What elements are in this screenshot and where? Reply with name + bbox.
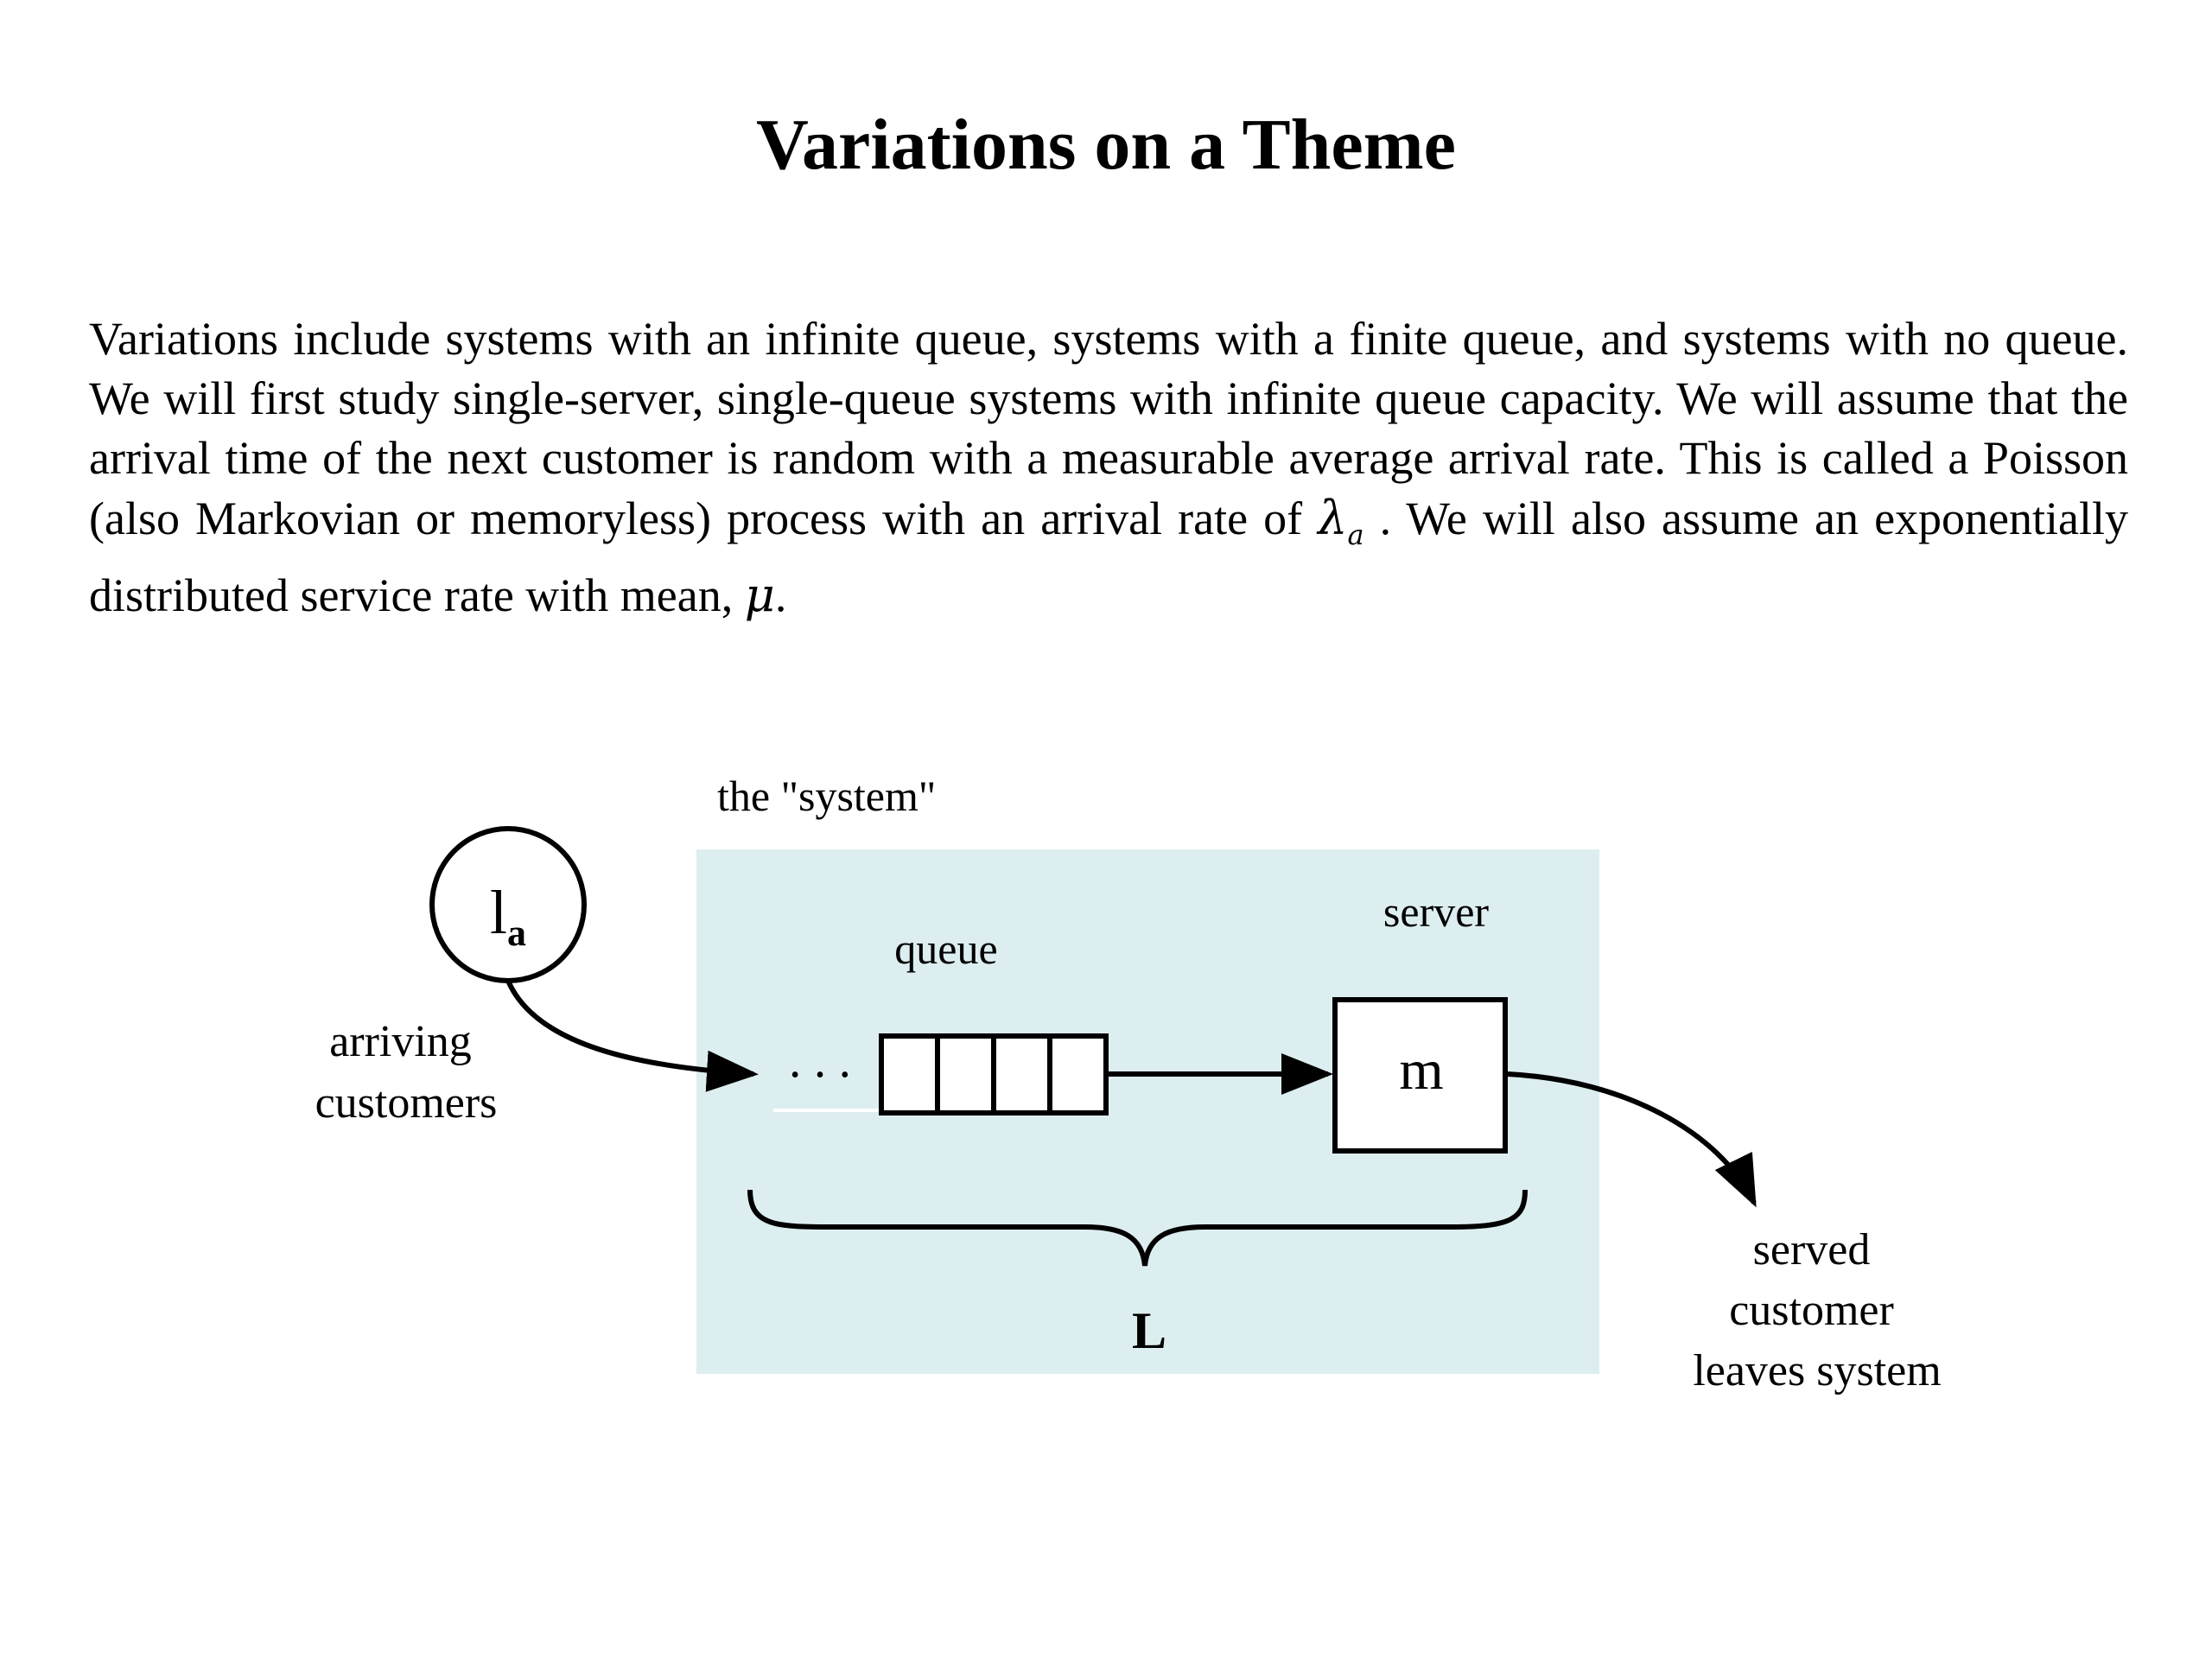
arrival-source-circle: [429, 826, 587, 983]
lambda-a-symbol: λa: [1318, 491, 1363, 551]
mu-symbol: μ: [744, 567, 775, 622]
length-brace: [747, 1189, 1528, 1267]
queue-label: queue: [894, 925, 997, 973]
page-title: Variations on a Theme: [756, 105, 1456, 185]
exit-label: served customer leaves system: [1693, 1225, 1941, 1395]
arriving-label-line1: arriving: [329, 1017, 472, 1066]
server-label: server: [1383, 887, 1489, 936]
arriving-label-line2: customers: [315, 1078, 498, 1128]
lambda-subscript: a: [1347, 518, 1364, 551]
server-box: [1332, 997, 1508, 1154]
length-label: L: [1132, 1302, 1166, 1359]
queue-ellipsis: • • •: [791, 1062, 854, 1089]
arrival-source-symbol: la: [490, 878, 526, 954]
exit-arrow: [1507, 1071, 1757, 1208]
arrival-arrow: [505, 979, 759, 1092]
queue-slot: [1047, 1033, 1109, 1116]
exit-label-line2: customer: [1729, 1286, 1894, 1335]
arriving-customers-label: arriving customers: [315, 1017, 498, 1128]
lambda-symbol: λ: [1318, 491, 1348, 545]
arrival-source-letter: l: [490, 878, 507, 947]
system-label: the "system": [717, 772, 936, 820]
queue-slot: [991, 1033, 1052, 1116]
exit-label-line1: served: [1753, 1225, 1871, 1274]
paragraph-text-end: .: [774, 569, 787, 621]
intro-paragraph: Variations include systems with an infin…: [89, 309, 2128, 626]
arrival-source-subscript: a: [507, 912, 526, 954]
exit-label-line3: leaves system: [1693, 1346, 1941, 1395]
server-symbol: m: [1399, 1039, 1443, 1102]
paragraph-text-2: . We will also assume an exponentially d…: [89, 493, 2129, 621]
queue-slot: [879, 1033, 940, 1116]
paragraph-text-1: Variations include systems with an infin…: [89, 313, 2128, 544]
queue-slot: [935, 1033, 996, 1116]
queue-buffer: [879, 1033, 1109, 1116]
